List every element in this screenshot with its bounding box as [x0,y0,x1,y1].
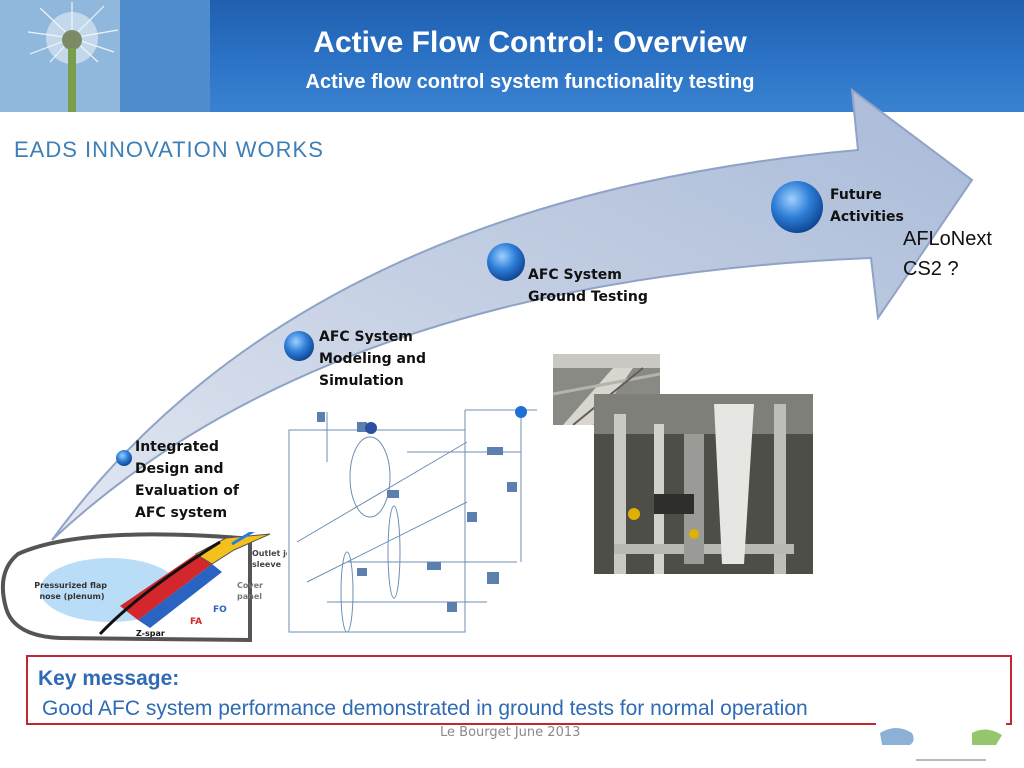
future-programs-note: AFLoNext CS2 ? [903,224,992,284]
page-title: Active Flow Control: Overview [313,26,747,59]
stage-label-future: Future Activities [830,184,904,228]
stage-label-line: Simulation [319,373,404,389]
stage-label-line: Future [830,187,882,203]
stage-label-line: Modeling and [319,351,426,367]
key-message-body: Good AFC system performance demonstrated… [42,697,808,720]
stage-label-line: AFC System [528,267,622,283]
note-line-aflonext: AFLoNext [903,228,992,250]
stage-marker-2 [284,331,314,361]
stage-marker-1 [116,450,132,466]
note-line-cs2: CS2 ? [903,258,959,280]
stage-label-line: Integrated [135,439,219,455]
stage-marker-4 [771,181,823,233]
fo-label: FO [213,605,227,615]
zspar-label: Z-spar [136,629,165,638]
stage-label-line: Evaluation of [135,483,240,499]
test-rig-photo-large [594,394,813,574]
outlet-label-line: sleeve [252,560,282,569]
stage-label-line: AFC System [319,329,413,345]
stage-label-line: Ground Testing [528,289,648,305]
cover-label-line: panel [237,592,262,601]
plenum-label-line: Pressurized flap [34,581,107,590]
flap-cross-section-diagram: Outlet jet sleeve Pressurized flap nose … [1,532,290,643]
cover-label: Cover panel [237,581,266,601]
outlet-label: Outlet jet sleeve [252,549,290,569]
eads-logo: EADS INNOVATION WORKS [14,137,324,162]
stage-label-line: Activities [830,209,904,225]
cover-label-line: Cover [237,581,263,590]
clean-sky-logo [876,723,1006,768]
header-band: Active Flow Control: Overview Active flo… [0,0,1024,112]
plenum-label: Pressurized flap nose (plenum) [34,581,110,601]
stage-marker-3 [487,243,525,281]
stage-label-ground-testing: AFC System Ground Testing [528,264,648,308]
stage-label-integrated-design: Integrated Design and Evaluation of AFC … [135,436,239,524]
page-subtitle: Active flow control system functionality… [305,71,755,93]
dandelion-image [0,0,210,112]
plenum-label-line: nose (plenum) [39,592,104,601]
fa-label: FA [190,617,202,627]
stage-label-modeling: AFC System Modeling and Simulation [319,326,426,392]
key-message-box: Key message: Good AFC system performance… [26,655,1012,725]
key-message-title: Key message: [38,667,180,690]
simulation-schematic [287,402,537,635]
outlet-label-line: Outlet jet [252,549,290,558]
stage-label-line: AFC system [135,505,228,521]
stage-label-line: Design and [135,461,224,477]
footer-text: Le Bourget June 2013 [440,725,581,740]
